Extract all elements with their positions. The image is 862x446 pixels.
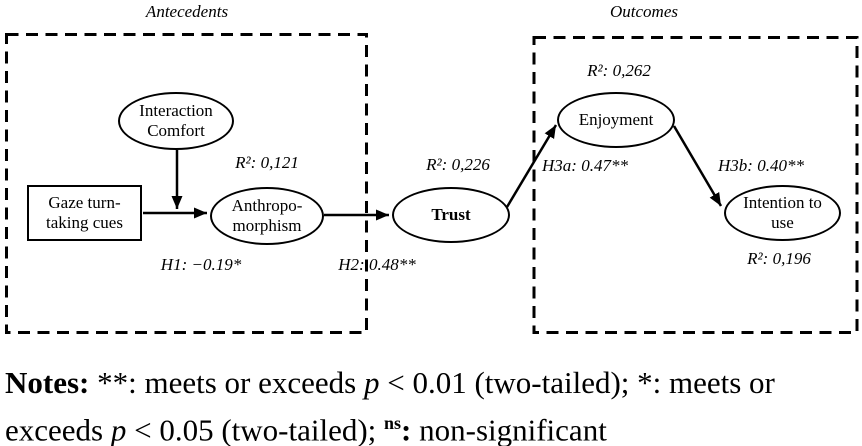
node-enjoyment: Enjoyment — [557, 92, 675, 148]
node-anthropomorphism-label-line2: morphism — [232, 216, 302, 235]
notes-label: Notes: — [5, 365, 90, 400]
notes-caption: Notes: **: meets or exceeds p < 0.01 (tw… — [5, 363, 857, 446]
antecedents-section-label: Antecedents — [145, 2, 229, 21]
node-intention-to-use: Intention to use — [724, 185, 841, 241]
notes-seg2: < 0.01 (two-tailed); *: meets or exceeds — [5, 365, 775, 446]
notes-p1: p — [363, 365, 380, 400]
notes-seg3: < 0.05 (two-tailed); — [126, 412, 385, 446]
r-squared-enjoyment: R²: 0,262 — [587, 61, 651, 80]
node-trust-label: Trust — [431, 205, 471, 224]
notes-seg1: **: meets or exceeds — [89, 365, 364, 400]
arrow-enjoyment-to-intention — [672, 125, 723, 207]
node-enjoyment-label: Enjoyment — [578, 110, 654, 129]
node-trust: Trust — [392, 187, 510, 243]
path-label-h2: H2: 0.48** — [338, 255, 416, 274]
node-gaze-label-line2: taking cues — [46, 213, 123, 232]
path-label-h1: H1: −0.19* — [160, 255, 242, 274]
node-intention-label-line1: Intention to — [743, 193, 822, 212]
notes-ns-colon: : — [401, 412, 412, 446]
node-gaze-label-line1: Gaze turn- — [48, 193, 121, 212]
node-interaction-comfort: Interaction Comfort — [118, 92, 234, 150]
r-squared-intention: R²: 0,196 — [747, 249, 811, 268]
arrow-trust-to-enjoyment — [505, 124, 558, 208]
notes-seg4: non-significant — [411, 412, 607, 446]
outcomes-section-label: Outcomes — [610, 2, 678, 21]
node-anthropomorphism: Anthropo- morphism — [210, 187, 324, 245]
notes-ns-superscript: ns — [384, 413, 402, 433]
node-interaction-comfort-label-line2: Comfort — [147, 121, 205, 140]
outcomes-dashed-box — [532, 36, 859, 334]
node-anthropomorphism-label-line1: Anthropo- — [231, 196, 303, 215]
notes-p2: p — [110, 412, 127, 446]
antecedents-dashed-box — [5, 33, 368, 334]
node-interaction-comfort-label-line1: Interaction — [139, 101, 213, 120]
path-label-h3a: H3a: 0.47** — [542, 156, 628, 175]
path-label-h3b: H3b: 0.40** — [718, 156, 804, 175]
r-squared-trust: R²: 0,226 — [426, 155, 490, 174]
node-intention-label-line2: use — [771, 213, 794, 232]
r-squared-anthropomorphism: R²: 0,121 — [235, 153, 299, 172]
node-gaze-turn-taking-cues: Gaze turn- taking cues — [27, 185, 142, 241]
